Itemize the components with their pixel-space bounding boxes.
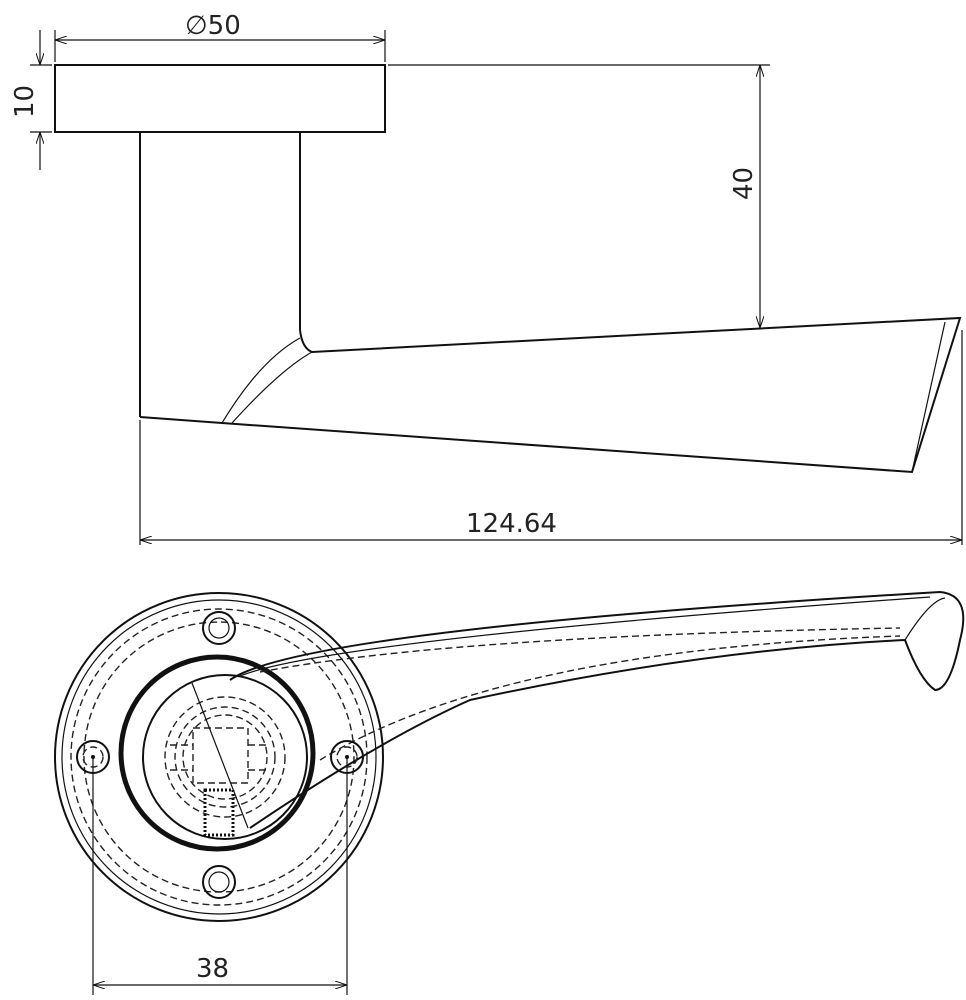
dimension-thickness: 10: [10, 30, 52, 170]
dimension-length: 124.64: [139, 330, 963, 545]
spindle-neck: [139, 132, 301, 417]
dimension-label-thickness: 10: [10, 85, 40, 118]
dimension-diameter: ∅50: [54, 11, 386, 62]
dimension-fixing-centres: 38: [92, 757, 348, 995]
lever-collar: [118, 654, 316, 852]
rose-plate: [54, 64, 386, 133]
dimension-label-diameter: ∅50: [185, 11, 241, 41]
lever-transition: [221, 337, 313, 424]
dimension-label-length: 124.64: [466, 509, 557, 539]
rose-outer: [54, 592, 384, 922]
dimension-label-height: 40: [729, 167, 759, 200]
lever-end-edge: [911, 321, 946, 473]
lever-top-view: [229, 590, 965, 829]
front-view: [54, 590, 965, 922]
lever-body: [139, 316, 962, 474]
grub-screw: [203, 788, 235, 837]
spindle-square: [192, 727, 249, 784]
side-view: [54, 64, 962, 474]
dimension-label-centres: 38: [196, 954, 229, 984]
dimension-height: 40: [388, 64, 770, 328]
